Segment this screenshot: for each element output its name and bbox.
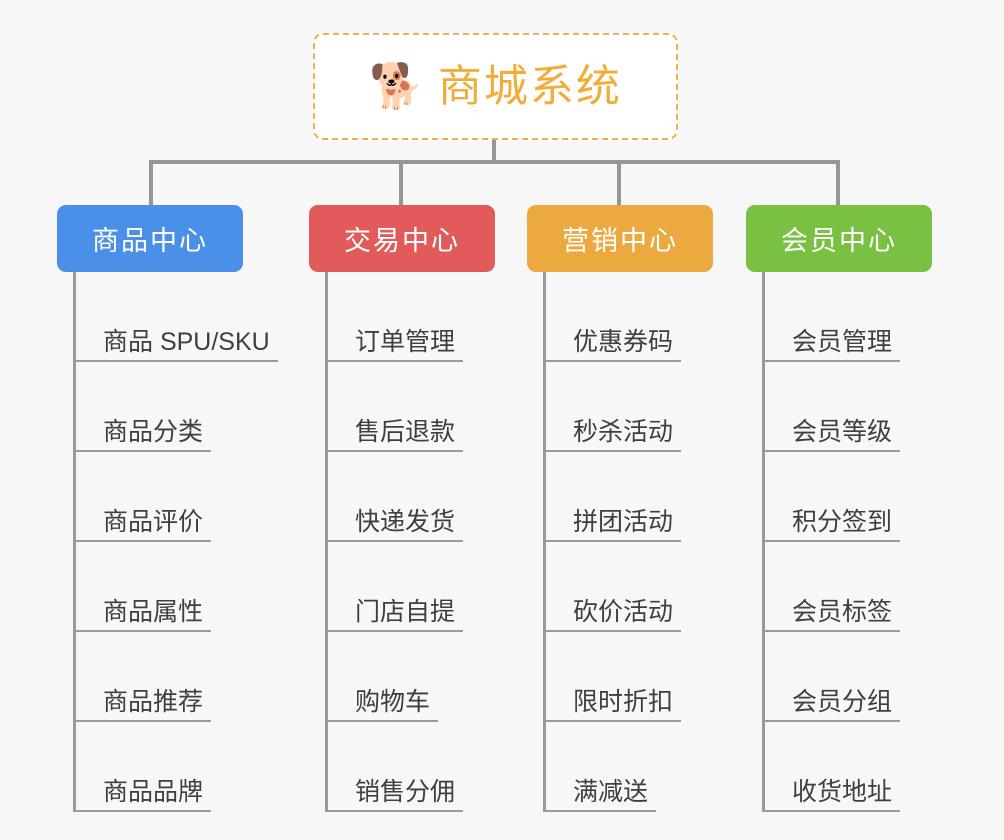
list-item-label: 会员标签 [792,597,893,626]
root-node[interactable]: 🐕 商城系统 [313,33,678,140]
item-underline [328,540,463,542]
list-item-label: 购物车 [355,687,431,716]
category-header-1-label: 商品中心 [92,226,208,256]
list-item[interactable]: 门店自提 [328,542,527,632]
list-item[interactable]: 会员标签 [765,542,964,632]
item-underline [546,630,681,632]
item-underline [546,540,681,542]
list-item[interactable]: 商品品牌 [76,722,307,812]
list-item[interactable]: 商品属性 [76,542,307,632]
category-header-1[interactable]: 商品中心 [57,205,243,272]
list-item[interactable]: 优惠券码 [546,272,745,362]
list-item[interactable]: 订单管理 [328,272,527,362]
item-underline [76,720,211,722]
category-header-4[interactable]: 会员中心 [746,205,932,272]
list-item[interactable]: 会员管理 [765,272,964,362]
list-item-label: 商品属性 [103,597,204,626]
item-underline [765,630,900,632]
list-item-label: 积分签到 [792,507,893,536]
list-item-label: 满减送 [573,777,649,806]
list-item[interactable]: 商品 SPU/SKU [76,272,307,362]
category-header-2[interactable]: 交易中心 [309,205,495,272]
category-header-3-label: 营销中心 [562,226,678,256]
category-column-2: 交易中心 订单管理 售后退款 快递发货 门店自提 购物车 [309,205,527,812]
connector-drop-4 [836,160,840,205]
item-underline [328,720,438,722]
list-item[interactable]: 商品分类 [76,362,307,452]
item-underline [328,810,463,812]
list-item[interactable]: 售后退款 [328,362,527,452]
list-item-label: 售后退款 [355,417,456,446]
list-item-label: 订单管理 [355,327,456,356]
list-item-label: 拼团活动 [573,507,674,536]
list-item-label: 门店自提 [355,597,456,626]
connector-horizontal-bar [149,160,840,164]
list-item-label: 会员等级 [792,417,893,446]
list-item-label: 限时折扣 [573,687,674,716]
item-underline [328,450,463,452]
category-4-item-list: 会员管理 会员等级 积分签到 会员标签 会员分组 收货地址 [762,272,964,812]
list-item-label: 收货地址 [792,777,893,806]
list-item[interactable]: 购物车 [328,632,527,722]
category-3-item-list: 优惠券码 秒杀活动 拼团活动 砍价活动 限时折扣 满减送 [543,272,745,812]
connector-drop-2 [399,160,403,205]
item-underline [765,450,900,452]
list-item-label: 会员管理 [792,327,893,356]
list-item[interactable]: 积分签到 [765,452,964,542]
list-item[interactable]: 商品评价 [76,452,307,542]
item-underline [328,630,463,632]
list-item-label: 商品 SPU/SKU [103,327,270,356]
list-item[interactable]: 会员分组 [765,632,964,722]
item-underline [76,630,211,632]
category-1-item-list: 商品 SPU/SKU 商品分类 商品评价 商品属性 商品推荐 商品品牌 [73,272,307,812]
item-underline [546,720,681,722]
category-column-4: 会员中心 会员管理 会员等级 积分签到 会员标签 会员分组 [746,205,964,812]
category-column-3: 营销中心 优惠券码 秒杀活动 拼团活动 砍价活动 限时折扣 [527,205,745,812]
list-item-label: 商品分类 [103,417,204,446]
list-item-label: 会员分组 [792,687,893,716]
list-item[interactable]: 销售分佣 [328,722,527,812]
list-item[interactable]: 商品推荐 [76,632,307,722]
connector-drop-1 [149,160,153,205]
list-item-label: 销售分佣 [355,777,456,806]
list-item-label: 秒杀活动 [573,417,674,446]
list-item-label: 优惠券码 [573,327,674,356]
item-underline [328,360,463,362]
root-title: 商城系统 [437,61,622,111]
item-underline [76,450,211,452]
item-underline [765,810,900,812]
item-underline [765,360,900,362]
item-underline [76,810,211,812]
connector-stem [492,140,496,164]
list-item[interactable]: 满减送 [546,722,745,812]
list-item[interactable]: 会员等级 [765,362,964,452]
category-2-item-list: 订单管理 售后退款 快递发货 门店自提 购物车 销售分佣 [325,272,527,812]
list-item[interactable]: 拼团活动 [546,452,745,542]
category-header-2-label: 交易中心 [344,226,460,256]
item-underline [546,360,681,362]
category-header-3[interactable]: 营销中心 [527,205,713,272]
dog-face-icon: 🐕 [369,61,424,111]
list-item[interactable]: 秒杀活动 [546,362,745,452]
connector-drop-3 [617,160,621,205]
list-item[interactable]: 快递发货 [328,452,527,542]
item-underline [546,450,681,452]
category-header-4-label: 会员中心 [781,226,897,256]
item-underline [765,720,900,722]
list-item[interactable]: 收货地址 [765,722,964,812]
list-item-label: 快递发货 [355,507,456,536]
item-underline [76,540,211,542]
list-item-label: 商品推荐 [103,687,204,716]
item-underline [76,360,278,362]
category-column-1: 商品中心 商品 SPU/SKU 商品分类 商品评价 商品属性 商品推荐 [57,205,307,812]
list-item-label: 商品评价 [103,507,204,536]
list-item-label: 砍价活动 [573,597,674,626]
list-item[interactable]: 砍价活动 [546,542,745,632]
item-underline [765,540,900,542]
list-item[interactable]: 限时折扣 [546,632,745,722]
list-item-label: 商品品牌 [103,777,204,806]
item-underline [546,810,656,812]
